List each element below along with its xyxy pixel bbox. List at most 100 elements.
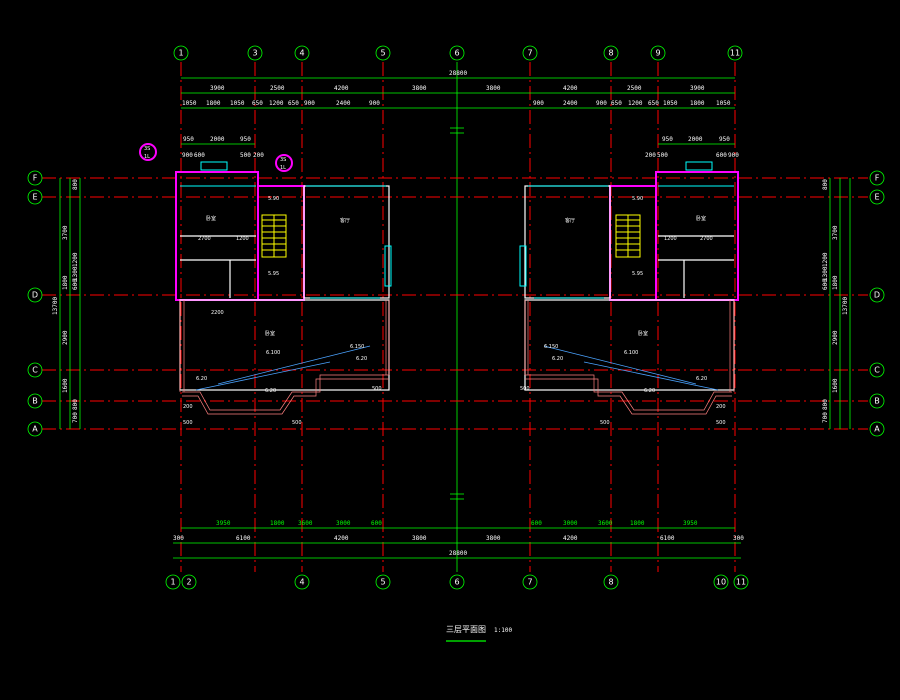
- side-dims-right: 13700 3700 1800 2900 1600 800 1200 600 1…: [822, 179, 849, 423]
- axis-bubbles-top: 1 3 4 5 6 7 8 9 11: [173, 45, 743, 61]
- top-overall-dim: 28800: [449, 70, 467, 77]
- svg-text:300: 300: [173, 535, 184, 542]
- svg-text:卧室: 卧室: [265, 330, 275, 337]
- svg-text:1800: 1800: [62, 275, 69, 290]
- right-labels: 2700 1200 客厅 卧室 卧室 5.95 6.100 6.150 6.20…: [520, 196, 726, 426]
- svg-text:2900: 2900: [832, 330, 839, 345]
- svg-text:1200: 1200: [628, 100, 643, 107]
- svg-text:7: 7: [527, 578, 532, 587]
- svg-text:卧室: 卧室: [206, 215, 216, 222]
- svg-text:5: 5: [380, 578, 385, 587]
- svg-text:7: 7: [527, 49, 532, 58]
- svg-text:客厅: 客厅: [565, 217, 575, 224]
- svg-text:6.150: 6.150: [544, 344, 558, 350]
- vertical-axis-lines: [180, 62, 736, 572]
- svg-text:650: 650: [648, 100, 659, 107]
- svg-text:6: 6: [454, 578, 459, 587]
- svg-text:700: 700: [72, 412, 79, 423]
- svg-text:3000: 3000: [336, 520, 351, 527]
- svg-text:卧室: 卧室: [696, 215, 706, 222]
- svg-text:200: 200: [253, 152, 264, 159]
- svg-text:6.20: 6.20: [196, 376, 207, 382]
- svg-text:11: 11: [730, 49, 740, 58]
- svg-text:3800: 3800: [412, 85, 427, 92]
- left-bubble: 3S 1L 3S 1L: [139, 143, 293, 172]
- svg-text:1: 1: [178, 49, 183, 58]
- svg-text:3900: 3900: [690, 85, 705, 92]
- svg-text:1: 1: [170, 578, 175, 587]
- svg-text:10: 10: [716, 578, 726, 587]
- top-dim-row2: 3900 2500 4200 3800 3800 4200 2500 3900: [210, 85, 705, 92]
- svg-text:650: 650: [288, 100, 299, 107]
- svg-text:E: E: [32, 193, 37, 202]
- svg-text:500: 500: [292, 420, 302, 426]
- svg-text:500: 500: [372, 386, 382, 392]
- svg-text:6.20: 6.20: [356, 356, 367, 362]
- svg-text:B: B: [32, 397, 38, 406]
- drawing-title: 三层平面图: [446, 625, 486, 634]
- svg-text:950: 950: [240, 136, 251, 143]
- svg-text:800: 800: [72, 179, 79, 190]
- svg-text:500: 500: [240, 152, 251, 159]
- svg-text:950: 950: [719, 136, 730, 143]
- svg-text:6.20: 6.20: [265, 388, 276, 394]
- svg-text:5.95: 5.95: [632, 271, 643, 277]
- svg-text:2500: 2500: [627, 85, 642, 92]
- svg-text:500: 500: [716, 420, 726, 426]
- drawing-scale: 1:100: [494, 627, 512, 634]
- svg-text:500: 500: [600, 420, 610, 426]
- svg-text:200: 200: [716, 404, 726, 410]
- svg-text:1800: 1800: [206, 100, 221, 107]
- svg-text:1600: 1600: [62, 378, 69, 393]
- svg-text:13700: 13700: [842, 297, 849, 315]
- svg-text:3: 3: [252, 49, 257, 58]
- svg-text:1050: 1050: [663, 100, 678, 107]
- svg-text:4: 4: [299, 578, 304, 587]
- svg-text:3950: 3950: [683, 520, 698, 527]
- svg-text:8: 8: [608, 49, 613, 58]
- bottom-dimension-lines: [173, 527, 741, 559]
- svg-text:200: 200: [183, 404, 193, 410]
- svg-text:900: 900: [596, 100, 607, 107]
- svg-text:F: F: [33, 174, 38, 183]
- svg-text:2000: 2000: [688, 136, 703, 143]
- svg-text:500: 500: [520, 386, 530, 392]
- upper-detail-dims: 950 2000 950 900 600 500 200 950 2000 95…: [182, 136, 739, 159]
- svg-text:3600: 3600: [298, 520, 313, 527]
- svg-text:8: 8: [608, 578, 613, 587]
- right-stair: [615, 214, 641, 258]
- svg-text:600: 600: [822, 279, 829, 290]
- svg-text:2400: 2400: [563, 100, 578, 107]
- svg-text:C: C: [874, 366, 880, 375]
- bottom-dim-row1: 3950 1800 3600 3000 600 600 3000 3600 18…: [216, 520, 698, 527]
- svg-text:600: 600: [194, 152, 205, 159]
- svg-text:1200: 1200: [72, 252, 79, 267]
- svg-text:11: 11: [736, 578, 746, 587]
- svg-text:1L: 1L: [144, 154, 150, 160]
- svg-text:5: 5: [380, 49, 385, 58]
- svg-text:2500: 2500: [270, 85, 285, 92]
- svg-text:2000: 2000: [210, 136, 225, 143]
- svg-text:3800: 3800: [412, 535, 427, 542]
- break-mark-top: [450, 127, 464, 134]
- svg-text:3S: 3S: [280, 157, 286, 163]
- left-labels: 2700 1200 2200 客厅 卧室 卧室 5.95 6.100 6.150…: [183, 196, 382, 426]
- svg-text:950: 950: [183, 136, 194, 143]
- svg-text:4200: 4200: [334, 85, 349, 92]
- svg-text:3800: 3800: [486, 85, 501, 92]
- svg-text:600: 600: [531, 520, 542, 527]
- svg-text:B: B: [874, 397, 880, 406]
- svg-text:2200: 2200: [211, 310, 224, 316]
- svg-text:3800: 3800: [486, 535, 501, 542]
- svg-text:1800: 1800: [832, 275, 839, 290]
- horizontal-axis-lines: [42, 177, 868, 430]
- svg-text:1800: 1800: [270, 520, 285, 527]
- axis-bubbles-right: F E D C B A: [869, 170, 885, 437]
- svg-text:2700: 2700: [700, 236, 713, 242]
- svg-text:4200: 4200: [563, 85, 578, 92]
- svg-text:900: 900: [728, 152, 739, 159]
- svg-text:1800: 1800: [630, 520, 645, 527]
- svg-text:4: 4: [299, 49, 304, 58]
- svg-text:5.95: 5.95: [268, 271, 279, 277]
